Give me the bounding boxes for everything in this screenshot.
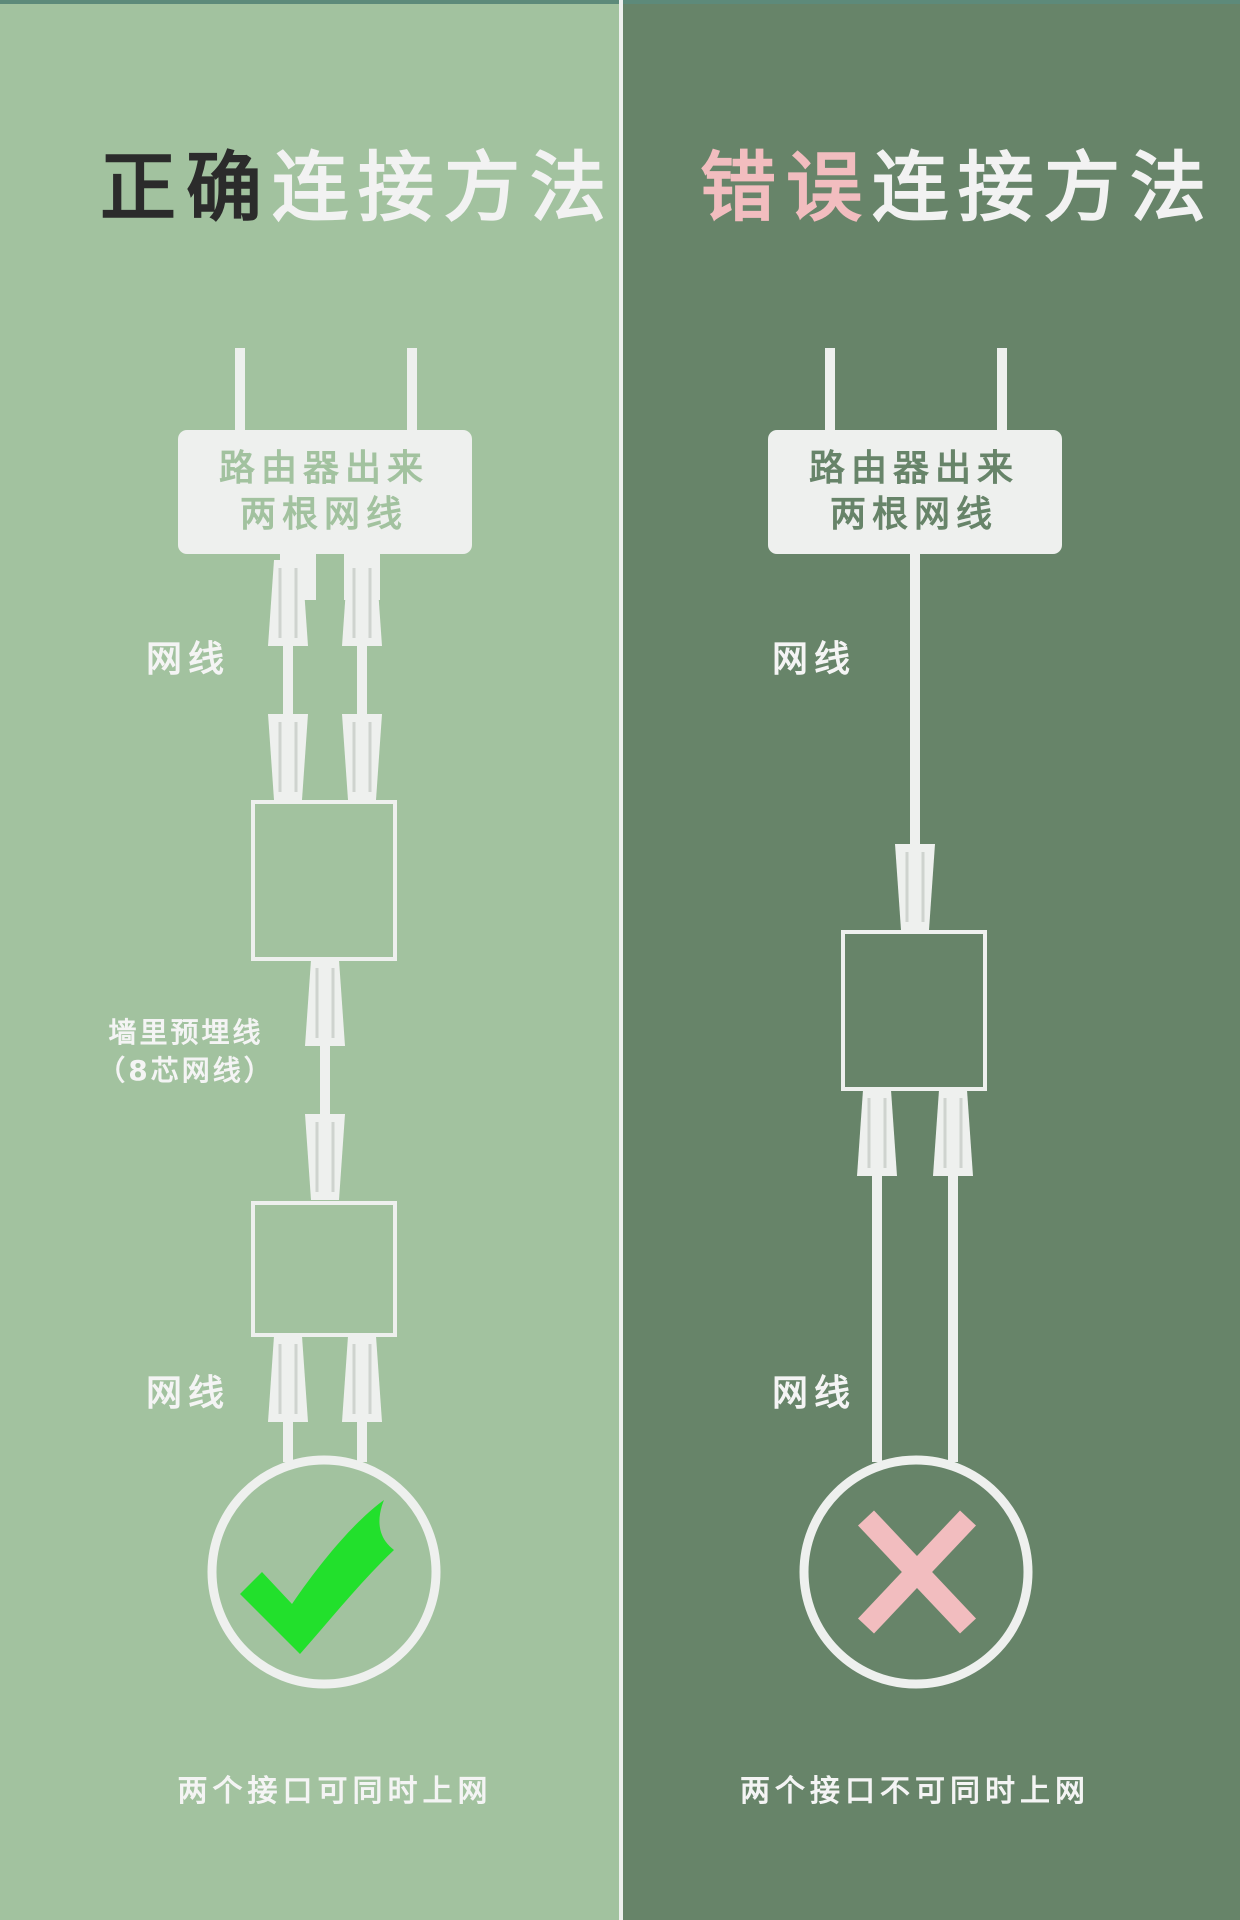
left-wall-socket-lower — [251, 1201, 397, 1337]
left-wall-socket-upper — [251, 800, 397, 961]
right-result-circle — [799, 1455, 1033, 1689]
right-label-cable-bottom: 网线 — [772, 1373, 857, 1414]
left-result-circle — [207, 1455, 441, 1689]
left-label-cable-top: 网线 — [146, 639, 231, 680]
right-title-rest: 连接方法 — [872, 143, 1216, 232]
right-router-label: 路由器出来 两根网线 — [768, 446, 1060, 538]
right-router-line2: 两根网线 — [829, 494, 998, 535]
left-label-wall-line2: （8芯网线） — [97, 1054, 275, 1087]
right-single-cable — [893, 552, 937, 932]
left-top-cables — [266, 552, 384, 802]
right-label-cable-top: 网线 — [772, 639, 857, 680]
left-router — [178, 430, 472, 554]
left-router-label: 路由器出来 两根网线 — [178, 446, 470, 538]
left-title: 正确连接方法 — [100, 150, 616, 226]
left-router-line2: 两根网线 — [239, 494, 408, 535]
left-wall-cable — [303, 958, 347, 1202]
right-caption: 两个接口不可同时上网 — [740, 1774, 1090, 1809]
left-label-wall-line1: 墙里预埋线 — [108, 1016, 264, 1049]
right-title: 错误连接方法 — [700, 150, 1216, 226]
right-wall-socket — [841, 930, 987, 1091]
right-router — [768, 430, 1062, 554]
left-title-rest: 连接方法 — [272, 143, 616, 232]
checkmark-icon — [240, 1500, 394, 1654]
left-title-highlight: 正确 — [100, 143, 272, 232]
left-router-line1: 路由器出来 — [218, 448, 429, 489]
left-router-antennas — [235, 348, 417, 432]
right-router-line1: 路由器出来 — [808, 448, 1019, 489]
right-title-highlight: 错误 — [700, 143, 872, 232]
right-bottom-cables — [855, 1088, 975, 1462]
cross-icon — [858, 1510, 976, 1634]
left-bottom-cables — [266, 1334, 384, 1462]
right-router-antennas — [825, 348, 1007, 432]
left-label-cable-bottom: 网线 — [146, 1373, 231, 1414]
left-label-wall-cable: 墙里预埋线 （8芯网线） — [86, 1014, 286, 1090]
left-caption: 两个接口可同时上网 — [177, 1774, 493, 1809]
